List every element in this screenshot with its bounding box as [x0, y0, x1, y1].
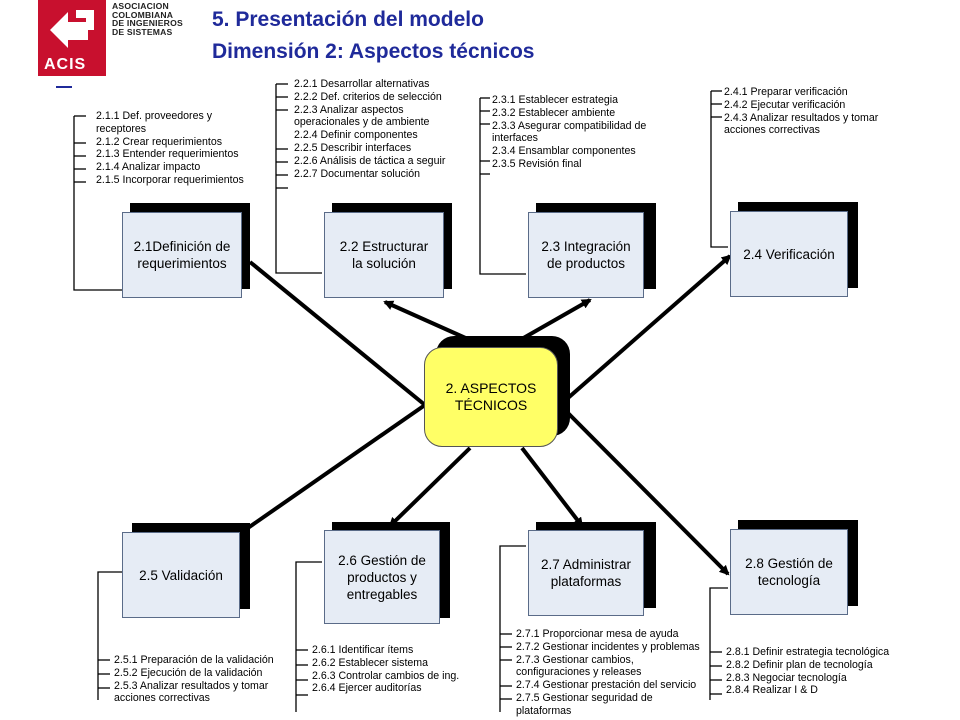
list-2-8: 2.8.1 Definir estrategia tecnológica 2.8…	[726, 646, 889, 697]
list-2-4: 2.4.1 Preparar verificación 2.4.2 Ejecut…	[724, 86, 878, 137]
acis-logo: ACIS ASOCIACION COLOMBIANA DE INGENIEROS…	[38, 0, 188, 78]
list-item: 2.3.2 Establecer ambiente	[492, 106, 616, 119]
list-item: 2.7.5 Gestionar seguridad de	[516, 691, 653, 704]
list-item: 2.3.5 Revisión final	[492, 157, 582, 170]
logo-acis-text: ACIS	[44, 56, 87, 73]
list-item: 2.4.3 Analizar resultados y tomar	[724, 111, 879, 124]
connector-2-3	[519, 298, 592, 342]
list-item: 2.7.2 Gestionar incidentes y problemas	[516, 640, 700, 653]
node-label: entregables	[346, 586, 418, 602]
connector-2-4	[558, 254, 732, 407]
list-item: 2.2.5 Describir interfaces	[294, 141, 412, 154]
list-item: 2.1.5 Incorporar requerimientos	[96, 173, 244, 186]
list-item: 2.6.4 Ejercer auditorías	[312, 682, 422, 695]
node-label: requerimientos	[137, 256, 227, 271]
node-2-8: 2.8 Gestión de tecnología	[730, 529, 848, 615]
list-item: 2.7.3 Gestionar cambios,	[516, 653, 634, 666]
node-label: plataformas	[550, 574, 622, 589]
list-item: 2.3.4 Ensamblar componentes	[492, 145, 636, 158]
connector-2-6	[388, 446, 472, 528]
node-label: 2.5 Validación	[139, 567, 223, 583]
logo-org-line: DE INGENIEROS	[112, 18, 183, 29]
list-item: 2.1.2 Crear requerimientos	[96, 135, 223, 148]
connector-2-2	[383, 300, 471, 342]
list-item: acciones correctivas	[114, 692, 210, 705]
arrow-logo-icon	[50, 10, 94, 48]
logo-org-line: COLOMBIANA	[112, 9, 174, 20]
list-item: 2.5.1 Preparación de la validación	[114, 654, 274, 666]
list-item: configuraciones y releases	[516, 666, 642, 679]
list-item: 2.1.3 Entender requerimientos	[96, 148, 239, 161]
list-item: 2.1.4 Analizar impacto	[96, 161, 201, 174]
node-2-7: 2.7 Administrar plataformas	[528, 530, 644, 616]
acis-logo-mark: ACIS	[38, 0, 106, 76]
list-item: operacionales y de ambiente	[294, 116, 430, 129]
list-item: 2.8.3 Negociar tecnología	[726, 671, 847, 684]
slide-subtitle: Dimensión 2: Aspectos técnicos	[212, 40, 535, 63]
node-label: 2.4 Verificación	[743, 246, 835, 262]
list-2-6: 2.6.1 Identificar ítems 2.6.2 Establecer…	[312, 644, 459, 695]
list-item: 2.2.3 Analizar aspectos	[294, 103, 404, 116]
list-item: 2.6.1 Identificar ítems	[312, 644, 414, 656]
list-item: plataformas	[516, 704, 572, 717]
center-node-label: TÉCNICOS	[454, 397, 528, 413]
node-label: de productos	[546, 256, 626, 271]
list-item: 2.1.1 Def. proveedores y	[96, 110, 213, 122]
list-item: 2.7.4 Gestionar prestación del servicio	[516, 679, 697, 692]
node-2-4: 2.4 Verificación	[730, 211, 848, 297]
list-2-2: 2.2.1 Desarrollar alternativas 2.2.2 Def…	[294, 78, 445, 180]
divider	[56, 86, 72, 88]
node-label: 2.6 Gestión de	[338, 552, 426, 568]
list-item: 2.7.1 Proporcionar mesa de ayuda	[516, 628, 679, 640]
list-item: 2.2.6 Análisis de táctica a seguir	[294, 154, 446, 167]
logo-org-name: ASOCIACION COLOMBIANA DE INGENIEROS DE S…	[112, 2, 183, 36]
list-item: 2.8.4 Realizar I & D	[726, 684, 818, 697]
node-label: 2.1Definición de	[133, 239, 231, 254]
list-item: 2.8.1 Definir estrategia tecnológica	[726, 646, 890, 658]
list-item: 2.8.2 Definir plan de tecnología	[726, 658, 873, 671]
list-item: 2.2.4 Definir componentes	[294, 129, 418, 142]
list-item: 2.4.2 Ejecutar verificación	[724, 98, 846, 111]
slide-title: 5. Presentación del modelo	[212, 8, 484, 31]
list-item: 2.3.1 Establecer estrategia	[492, 94, 619, 106]
logo-org-line: ASOCIACION	[112, 1, 169, 11]
list-2-7: 2.7.1 Proporcionar mesa de ayuda 2.7.2 G…	[516, 628, 700, 718]
connector-2-5	[243, 403, 427, 532]
node-label: la solución	[352, 256, 416, 271]
node-label: 2.7 Administrar	[540, 557, 632, 572]
list-item: 2.5.2 Ejecución de la validación	[114, 666, 263, 679]
list-2-5: 2.5.1 Preparación de la validación 2.5.2…	[114, 654, 274, 705]
center-node: 2. ASPECTOS TÉCNICOS	[424, 347, 558, 447]
list-item: 2.5.3 Analizar resultados y tomar	[114, 679, 269, 692]
connector-2-7	[520, 446, 584, 528]
list-item: acciones correctivas	[724, 124, 820, 137]
node-2-2: 2.2 Estructurar la solución	[324, 212, 444, 298]
node-2-5: 2.5 Validación	[122, 532, 240, 618]
list-item: 2.6.3 Controlar cambios de ing.	[312, 669, 460, 682]
list-item: 2.2.2 Def. criterios de selección	[294, 90, 442, 103]
connector-2-8	[558, 403, 730, 576]
node-label: 2.8 Gestión de	[745, 556, 833, 571]
node-2-3: 2.3 Integración de productos	[528, 212, 644, 298]
list-item: receptores	[96, 122, 147, 135]
list-2-1: 2.1.1 Def. proveedores y receptores 2.1.…	[96, 110, 244, 187]
list-item: 2.2.1 Desarrollar alternativas	[294, 78, 430, 90]
list-item: 2.4.1 Preparar verificación	[724, 86, 848, 98]
list-2-3: 2.3.1 Establecer estrategia 2.3.2 Establ…	[492, 94, 646, 171]
list-item: 2.6.2 Establecer sistema	[312, 656, 428, 669]
node-label: productos y	[347, 569, 417, 585]
node-label: tecnología	[757, 573, 821, 588]
node-label: 2.3 Integración	[541, 239, 631, 254]
connector-2-1	[248, 260, 427, 407]
list-item: 2.2.7 Documentar solución	[294, 167, 421, 180]
node-label: 2.2 Estructurar	[339, 239, 429, 254]
node-2-1: 2.1Definición de requerimientos	[122, 212, 242, 298]
center-node-label: 2. ASPECTOS	[445, 380, 537, 396]
list-item: interfaces	[492, 132, 538, 145]
logo-org-line: DE SISTEMAS	[112, 26, 173, 37]
list-item: 2.3.3 Asegurar compatibilidad de	[492, 119, 647, 132]
